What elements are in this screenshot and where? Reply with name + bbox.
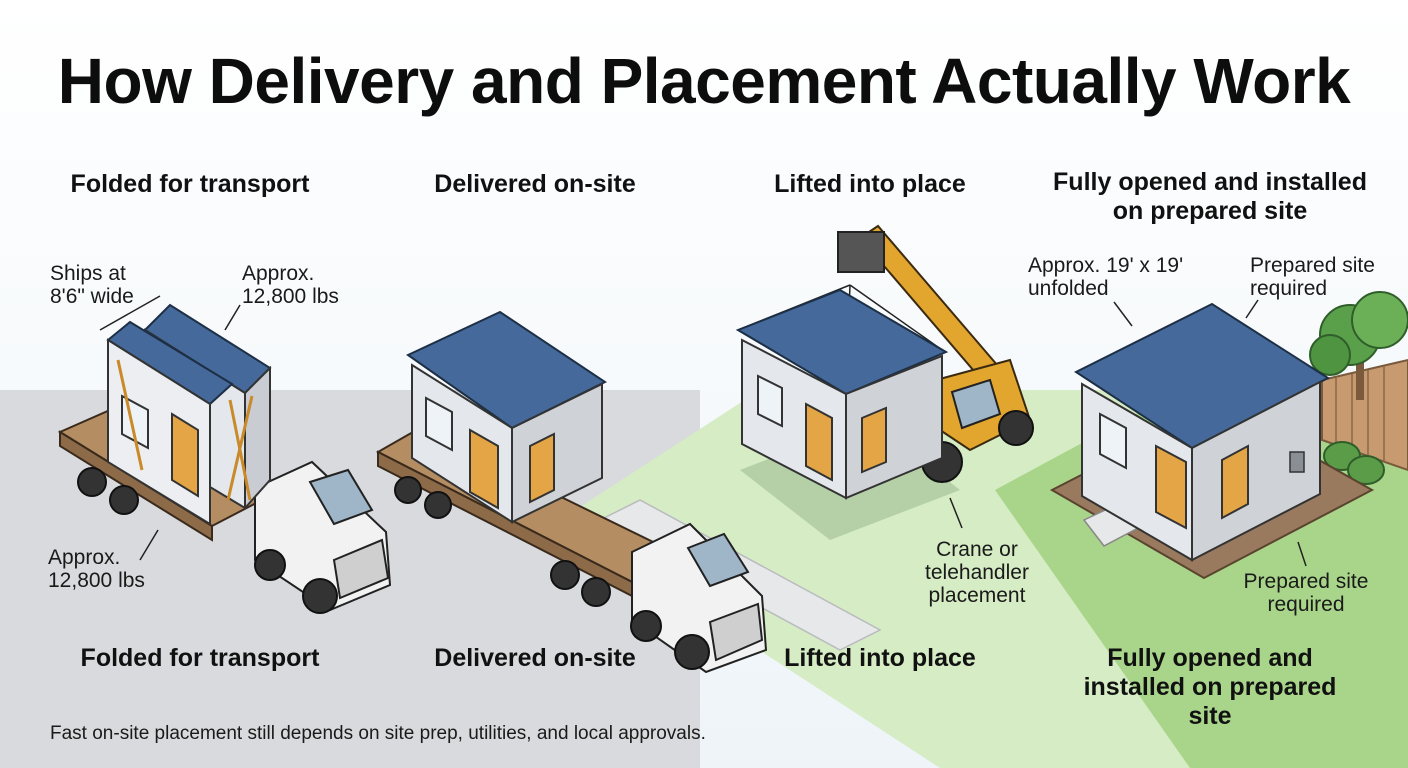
fork-carriage (837, 231, 885, 273)
door-stage-2 (469, 428, 499, 510)
stage-4-bottom-label: Fully opened and installed on prepared s… (1083, 644, 1337, 730)
stage-1-top-label: Folded for transport (70, 170, 310, 198)
door-stage-1 (171, 412, 199, 498)
stage-2-top-label: Delivered on-site (434, 170, 636, 198)
width-dimension-line (99, 295, 161, 331)
page-title: How Delivery and Placement Actually Work (57, 45, 1351, 117)
stage-1-bottom-label: Folded for transport (80, 644, 320, 672)
stage-3-top-label: Lifted into place (774, 170, 966, 198)
stage-2-module (406, 310, 607, 524)
stage-3-module (735, 284, 949, 500)
door-stage-4 (1155, 444, 1187, 530)
tree (1309, 291, 1408, 400)
stage-2-truck (375, 426, 768, 674)
stage-2-bottom-label: Delivered on-site (434, 644, 636, 672)
stage-3-bottom-label: Lifted into place (784, 644, 976, 672)
unfolded-size-callout: Approx. 19' x 19' unfolded (1028, 254, 1184, 300)
crane-callout: Crane or telehandler placement (925, 538, 1029, 607)
footnote: Fast on-site placement still depends on … (50, 723, 706, 744)
weight-callout-top: Approx. 12,800 lbs (242, 262, 339, 308)
weight-callout-bottom: Approx. 12,800 lbs (48, 546, 145, 592)
stage-1-folded-modules (106, 303, 272, 526)
ships-width-callout: Ships at 8'6" wide (50, 262, 134, 308)
shrubs (1323, 441, 1385, 485)
prepared-site-callout-top: Prepared site required (1250, 254, 1375, 300)
telehandler (837, 224, 1034, 483)
door-stage-3 (805, 402, 833, 482)
prepared-site-callout-bottom: Prepared site required (1243, 570, 1369, 616)
utility-box (1289, 451, 1305, 473)
stage-4-top-label: Fully opened and installed on prepared s… (1053, 168, 1367, 225)
stage-4-module (1073, 302, 1331, 562)
